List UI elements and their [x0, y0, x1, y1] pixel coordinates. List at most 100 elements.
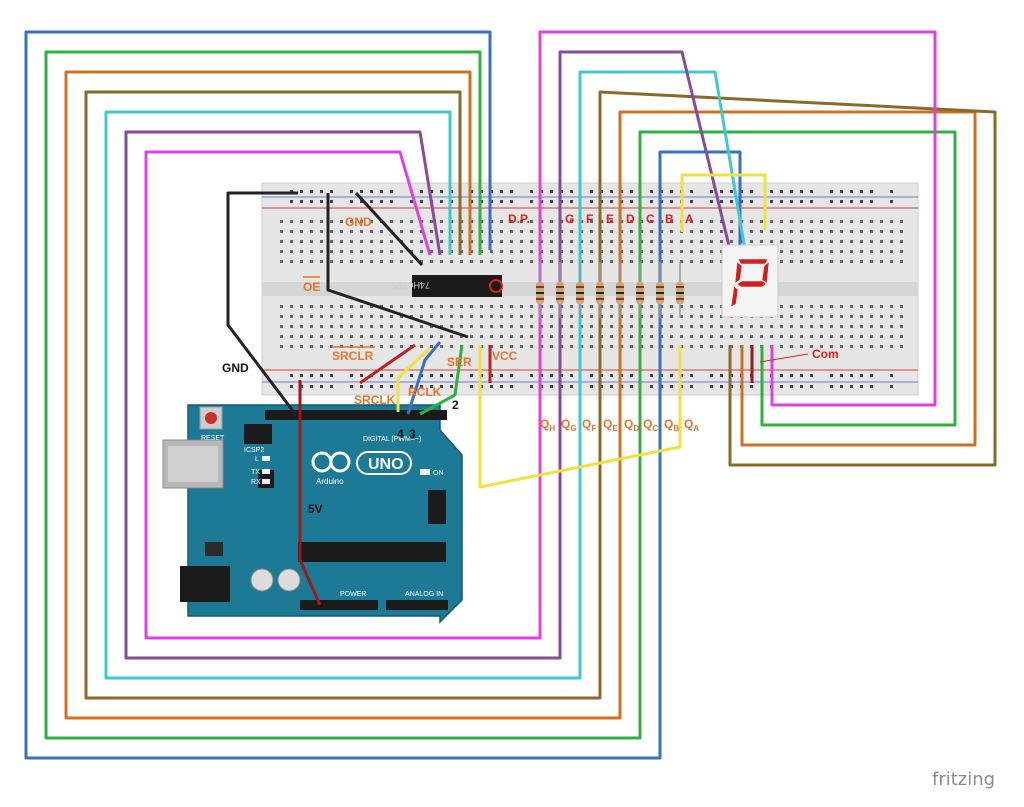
breadboard-hole — [550, 345, 553, 348]
breadboard-hole — [590, 305, 593, 308]
breadboard-hole — [840, 374, 843, 377]
breadboard-hole — [550, 260, 553, 263]
breadboard-hole — [680, 250, 683, 253]
breadboard-hole — [360, 325, 363, 328]
label-q-f: Q — [582, 417, 591, 431]
breadboard-hole — [380, 230, 383, 233]
breadboard-hole — [290, 315, 293, 318]
breadboard-hole — [650, 250, 653, 253]
breadboard-hole — [400, 230, 403, 233]
breadboard-hole — [410, 374, 413, 377]
label-vcc: VCC — [492, 349, 518, 363]
breadboard-hole — [460, 260, 463, 263]
breadboard-hole — [740, 325, 743, 328]
led-rx-label: RX — [251, 479, 261, 486]
wire-red-5v — [298, 380, 322, 606]
breadboard-hole — [310, 190, 313, 193]
breadboard-hole — [860, 220, 863, 223]
wire-orange — [64, 70, 977, 720]
seven-segment-display: F — [0, 0, 779, 318]
breadboard-hole — [770, 200, 773, 203]
breadboard-hole — [890, 220, 893, 223]
label-q-d-sub: D — [633, 424, 639, 433]
breadboard-hole — [420, 345, 423, 348]
breadboard-hole — [330, 345, 333, 348]
breadboard-hole — [770, 190, 773, 193]
breadboard-hole — [880, 250, 883, 253]
breadboard-hole — [780, 200, 783, 203]
breadboard-hole — [790, 385, 793, 388]
breadboard-hole — [760, 240, 763, 243]
resistor-band — [536, 292, 544, 294]
breadboard-hole — [550, 240, 553, 243]
breadboard-hole — [850, 374, 853, 377]
breadboard-hole — [450, 305, 453, 308]
breadboard-hole — [810, 220, 813, 223]
breadboard-hole — [340, 260, 343, 263]
resistor-band — [536, 298, 544, 300]
breadboard-hole — [420, 250, 423, 253]
breadboard-hole — [630, 374, 633, 377]
breadboard-hole — [690, 315, 693, 318]
breadboard-hole — [340, 230, 343, 233]
label-pin-3: 3 — [409, 427, 416, 441]
resistor-band — [656, 292, 664, 294]
breadboard-hole — [320, 345, 323, 348]
breadboard-hole — [300, 190, 303, 193]
breadboard-hole — [380, 260, 383, 263]
breadboard-hole — [420, 260, 423, 263]
breadboard-hole — [530, 190, 533, 193]
breadboard-hole — [850, 305, 853, 308]
breadboard-hole — [490, 250, 493, 253]
breadboard-hole — [520, 335, 523, 338]
breadboard-hole — [860, 385, 863, 388]
breadboard-hole — [450, 315, 453, 318]
breadboard-hole — [670, 250, 673, 253]
breadboard-hole — [890, 374, 893, 377]
breadboard-hole — [380, 374, 383, 377]
breadboard-hole — [530, 325, 533, 328]
label-com: Com — [812, 347, 839, 361]
breadboard-hole — [680, 305, 683, 308]
breadboard-hole — [450, 335, 453, 338]
reset-label: RESET — [201, 435, 225, 442]
breadboard-hole — [800, 315, 803, 318]
breadboard-hole — [770, 335, 773, 338]
breadboard-hole — [870, 315, 873, 318]
breadboard-hole — [900, 220, 903, 223]
breadboard-hole — [550, 230, 553, 233]
breadboard-hole — [800, 230, 803, 233]
breadboard-hole — [840, 315, 843, 318]
breadboard-hole — [810, 374, 813, 377]
breadboard-hole — [450, 345, 453, 348]
breadboard-hole — [830, 305, 833, 308]
breadboard-hole — [710, 325, 713, 328]
breadboard-hole — [430, 345, 433, 348]
breadboard-hole — [680, 260, 683, 263]
svg-text:QD: QD — [624, 417, 639, 433]
breadboard-hole — [440, 315, 443, 318]
breadboard-hole — [770, 240, 773, 243]
breadboard-hole — [900, 305, 903, 308]
breadboard-hole — [830, 250, 833, 253]
breadboard-hole — [720, 385, 723, 388]
breadboard-hole — [850, 240, 853, 243]
breadboard-hole — [330, 200, 333, 203]
breadboard-hole — [300, 345, 303, 348]
breadboard-hole — [820, 305, 823, 308]
wire-purple — [124, 50, 732, 660]
breadboard-hole — [610, 374, 613, 377]
breadboard-hole — [590, 240, 593, 243]
breadboard-hole — [370, 240, 373, 243]
breadboard-hole — [510, 335, 513, 338]
breadboard-hole — [410, 305, 413, 308]
breadboard-hole — [730, 240, 733, 243]
label-q-a-sub: A — [693, 424, 699, 433]
label-srclk: SRCLK — [354, 393, 396, 407]
breadboard-hole — [300, 260, 303, 263]
breadboard-hole — [610, 250, 613, 253]
breadboard-hole — [280, 220, 283, 223]
breadboard-hole — [590, 315, 593, 318]
breadboard-hole — [320, 385, 323, 388]
breadboard-hole — [500, 200, 503, 203]
